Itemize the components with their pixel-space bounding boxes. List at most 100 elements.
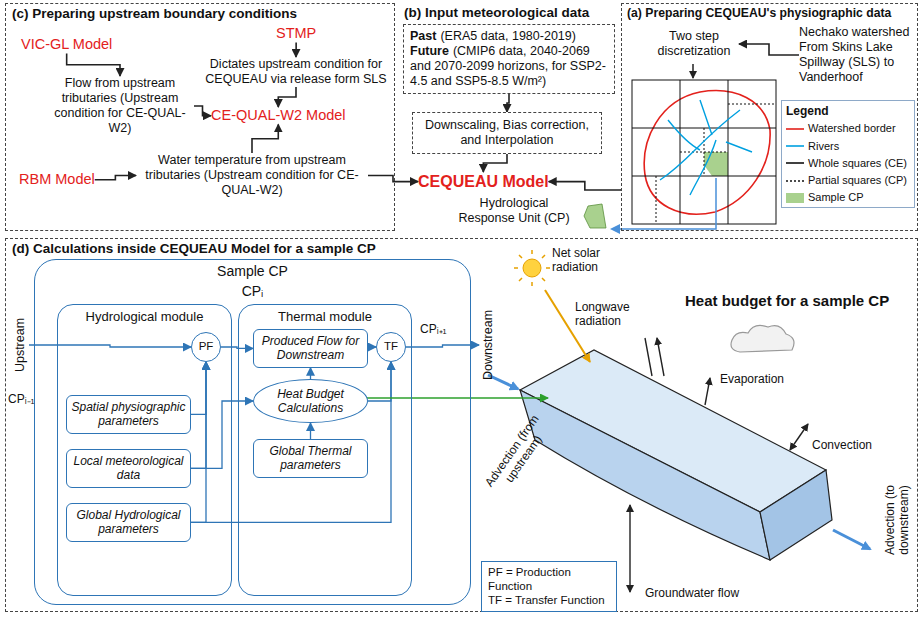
figure-title: Heat budget for a sample CP bbox=[685, 292, 889, 310]
label-text: Upstream bbox=[13, 318, 28, 372]
sun bbox=[523, 259, 541, 277]
connector bbox=[191, 362, 206, 468]
flux-label: Net solar radiation bbox=[552, 246, 624, 275]
text-block: Two step discretization bbox=[649, 29, 739, 59]
legend-box: LegendWatershed borderRiversWhole square… bbox=[781, 100, 915, 208]
label-text: Nechako watershed From Skins Lake Spillw… bbox=[799, 25, 917, 85]
flux-label: Longwave radiation bbox=[575, 300, 641, 329]
label-text: Water temperature from upstream tributar… bbox=[136, 153, 368, 198]
legend-text: Sample CP bbox=[808, 191, 864, 204]
flux-label: Groundwater flow bbox=[645, 586, 739, 600]
channel-front bbox=[520, 390, 770, 560]
connector bbox=[739, 44, 799, 55]
channel-end bbox=[760, 470, 832, 560]
label-text: CE-QUAL-W2 Model bbox=[211, 107, 346, 124]
direction-label: Upstream bbox=[11, 303, 29, 387]
legend-line-sample bbox=[786, 141, 804, 151]
connector bbox=[278, 87, 296, 107]
text-block: Flow from upstream tributaries (Upstream… bbox=[46, 76, 194, 136]
connector bbox=[221, 347, 253, 348]
connector bbox=[406, 345, 479, 347]
module-box: Thermal moduleProduced Flow for Downstre… bbox=[238, 304, 412, 596]
connector bbox=[368, 362, 391, 401]
connector bbox=[67, 53, 120, 76]
process-box: Produced Flow for Downstream bbox=[253, 329, 368, 368]
connector bbox=[310, 423, 311, 439]
label-text: Sample CP bbox=[35, 260, 470, 280]
parameter-box: Local meteorological data bbox=[66, 449, 191, 488]
direction-label: Downstream bbox=[479, 303, 497, 387]
watershed-map bbox=[584, 64, 776, 229]
hru-icon bbox=[584, 204, 606, 228]
legend-row: Sample CP bbox=[786, 191, 910, 204]
label-text: Produced Flow for Downstream bbox=[258, 334, 363, 363]
parameter-box: Global Hydrological parameters bbox=[66, 503, 191, 542]
label-text: Dictates upstream condition for CEQUEAU … bbox=[201, 57, 391, 87]
legend-line-sample bbox=[786, 176, 804, 186]
legend-row: Rivers bbox=[786, 140, 910, 153]
legend-row: Watershed border bbox=[786, 122, 910, 135]
label-text: Heat Budget Calculations bbox=[254, 387, 367, 416]
label-text: Two step discretization bbox=[649, 29, 739, 59]
label-text: TF bbox=[384, 340, 398, 354]
text-group: Future(CMIP6 data, 2040-2069 and 2070-20… bbox=[410, 44, 608, 89]
legend-line bbox=[786, 180, 804, 182]
panel: (c) Preparing upstream boundary conditio… bbox=[5, 3, 395, 231]
heat-budget-link bbox=[366, 397, 548, 399]
flux-label: Advection (from upstream) bbox=[479, 408, 557, 502]
rivers bbox=[660, 100, 752, 195]
flux-label: Convection bbox=[812, 438, 872, 452]
label-text: Downscaling, Bias correction, and Interp… bbox=[419, 118, 595, 148]
label-text: RBM Model bbox=[19, 171, 95, 188]
text-group: Past (ERA5 data, 1980-2019) bbox=[410, 29, 608, 44]
process-box: Downscaling, Bias correction, and Interp… bbox=[412, 112, 602, 154]
label-text: (b) Input meteorological data bbox=[404, 5, 589, 21]
label-text: TF = Transfer Function bbox=[488, 594, 610, 608]
connector bbox=[310, 368, 311, 379]
evaporation-arrow bbox=[705, 378, 710, 405]
legend-text: Watershed border bbox=[808, 122, 896, 135]
connector bbox=[295, 42, 297, 57]
label-text: (c) Preparing upstream boundary conditio… bbox=[12, 6, 388, 22]
label-text: STMP bbox=[276, 25, 316, 42]
legend-line-sample bbox=[786, 158, 804, 168]
text-block: Dictates upstream condition for CEQUEAU … bbox=[201, 57, 391, 87]
label-text: Hydrological Response Unit (CP) bbox=[450, 196, 578, 226]
callout-text: CPᵢ₋₁ bbox=[8, 392, 35, 406]
label-text: Downstream bbox=[481, 310, 496, 380]
legend-text: Rivers bbox=[808, 140, 839, 153]
legend-line bbox=[786, 128, 804, 130]
connector bbox=[191, 362, 206, 414]
legend-row: Partial squares (CP) bbox=[786, 174, 910, 187]
label-text: CEQUEAU Model bbox=[418, 172, 549, 191]
watershed-border bbox=[644, 91, 770, 214]
connector bbox=[191, 401, 253, 468]
connector bbox=[191, 362, 206, 522]
cloud bbox=[731, 325, 794, 352]
hru-arrow bbox=[612, 178, 716, 229]
discretization-arrow bbox=[692, 64, 694, 78]
connector bbox=[252, 124, 278, 153]
legend-row: Whole squares (CE) bbox=[786, 157, 910, 170]
text-block: Hydrological Response Unit (CP) bbox=[450, 196, 578, 226]
legend-text: Whole squares (CE) bbox=[808, 157, 907, 170]
label-text: Hydrological module bbox=[58, 305, 231, 325]
legend-text: Partial squares (CP) bbox=[808, 174, 907, 187]
label-text: VIC-GL Model bbox=[21, 36, 112, 53]
model-name: STMP bbox=[276, 25, 316, 42]
label-text: Local meteorological data bbox=[71, 454, 186, 483]
legend-title: Legend bbox=[786, 104, 910, 118]
connector bbox=[368, 176, 418, 182]
label-text: CPᵢ bbox=[35, 280, 470, 300]
parameter-box: Spatial physiographic parameters bbox=[66, 395, 191, 434]
label-text: (ERA5 data, 1980-2019) bbox=[440, 29, 576, 43]
convection-arrow bbox=[790, 424, 808, 450]
advection-out bbox=[833, 530, 870, 549]
label-text: (a) Preparing CEQUEAU's physiographic da… bbox=[627, 6, 912, 21]
label-text: Global Hydrological parameters bbox=[71, 508, 186, 537]
model-name: CE-QUAL-W2 Model bbox=[211, 107, 346, 124]
connector bbox=[29, 345, 191, 347]
function-circle: TF bbox=[376, 332, 406, 362]
label-text: Past bbox=[410, 29, 436, 43]
model-name: VIC-GL Model bbox=[21, 36, 112, 53]
